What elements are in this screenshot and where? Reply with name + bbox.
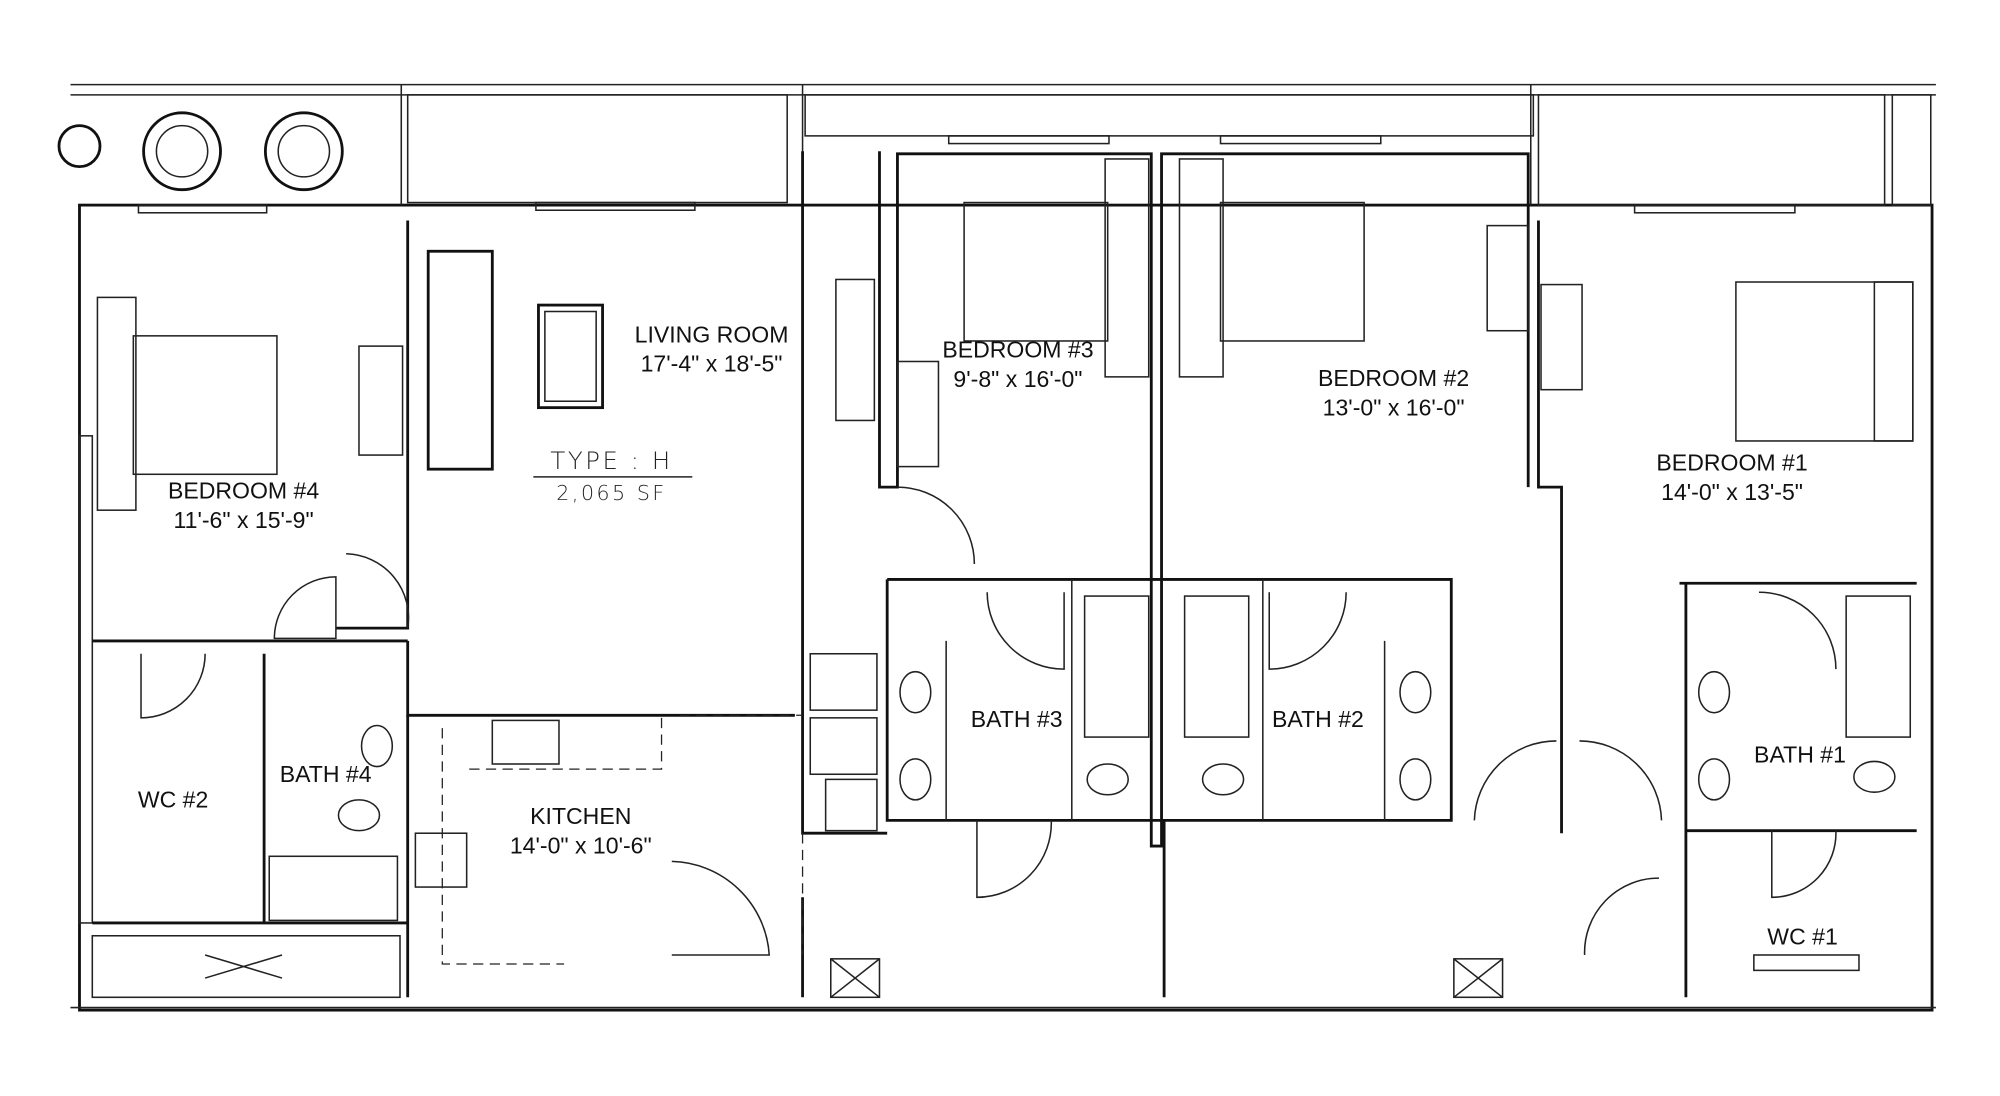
bedroom-4-label: BEDROOM #4	[168, 478, 319, 504]
furniture	[91, 158, 1914, 999]
bedroom-3-size: 9'-8" x 16'-0"	[953, 366, 1082, 392]
kitchen-counter	[441, 714, 804, 965]
living-room-label: LIVING ROOM	[635, 321, 789, 347]
living-room-size: 17'-4" x 18'-5"	[641, 351, 783, 377]
windows	[137, 135, 1796, 214]
unit-area: 2,065 SF	[556, 481, 667, 505]
tree-icons	[57, 111, 344, 192]
bath-3-label: BATH #3	[971, 706, 1063, 732]
exterior-walls	[70, 83, 1936, 1012]
bedroom-3-label: BEDROOM #3	[942, 337, 1093, 363]
bedroom-1-label: BEDROOM #1	[1656, 449, 1807, 475]
room-labels: LIVING ROOM 17'-4" x 18'-5" TYPE : H 2,0…	[138, 321, 1846, 949]
bath-4-label: BATH #4	[280, 761, 372, 787]
bedroom-2-size: 13'-0" x 16'-0"	[1323, 394, 1465, 420]
wc-1-label: WC #1	[1767, 924, 1837, 950]
kitchen-size: 14'-0" x 10'-6"	[510, 833, 652, 859]
interior-walls	[92, 151, 1917, 998]
bedroom-2-label: BEDROOM #2	[1318, 365, 1469, 391]
wc-2-label: WC #2	[138, 787, 208, 813]
doors	[140, 486, 1837, 956]
kitchen-label: KITCHEN	[530, 803, 631, 829]
bath-2-label: BATH #2	[1272, 706, 1364, 732]
unit-type-label: TYPE : H	[550, 446, 672, 475]
bath-1-label: BATH #1	[1754, 742, 1846, 768]
bedroom-1-size: 14'-0" x 13'-5"	[1661, 479, 1803, 505]
bedroom-4-size: 11'-6" x 15'-9"	[174, 507, 314, 533]
